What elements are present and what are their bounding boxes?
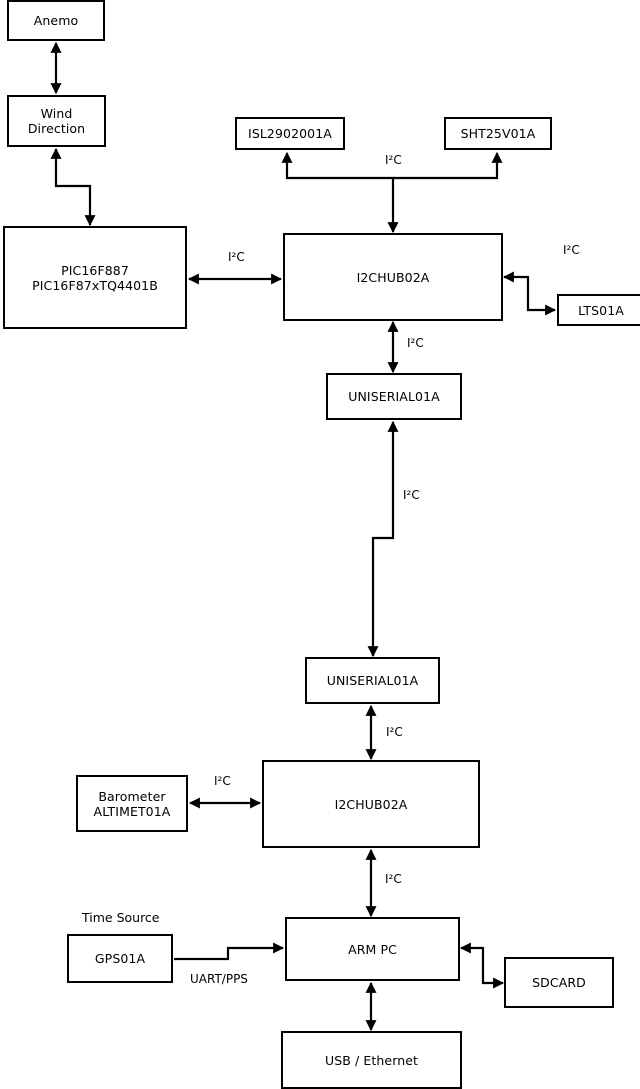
edge-label-i2c-uniserial-link: I²C	[403, 488, 420, 502]
node-i2chub02a-top-label: I2CHUB02A	[356, 269, 430, 285]
edge-label-i2c-pic-hub: I²C	[228, 250, 245, 264]
node-pic-mcu-label: PIC16F887 PIC16F87xTQ4401B	[32, 262, 158, 293]
node-sdcard[interactable]: SDCARD	[504, 957, 614, 1008]
wire-hubtop-bus	[281, 151, 399, 234]
wire-gps-armpc	[174, 942, 285, 961]
node-usb-ethernet[interactable]: USB / Ethernet	[281, 1031, 462, 1089]
label-time-source: Time Source	[82, 910, 160, 925]
node-arm-pc-label: ARM PC	[348, 941, 397, 957]
node-i2chub02a-top[interactable]: I2CHUB02A	[283, 233, 503, 321]
node-gps01a[interactable]: GPS01A	[67, 934, 173, 983]
node-wind-direction[interactable]: Wind Direction	[7, 95, 106, 147]
node-usb-ethernet-label: USB / Ethernet	[324, 1052, 419, 1068]
wire-wind-pic	[50, 147, 96, 227]
edge-label-i2c-hub2-armpc: I²C	[385, 872, 402, 886]
edge-label-i2c-hub-uniserial: I²C	[407, 336, 424, 350]
node-i2chub02a-bottom[interactable]: I2CHUB02A	[262, 760, 480, 848]
node-gps01a-label: GPS01A	[94, 951, 146, 966]
node-barometer-altimet01a[interactable]: Barometer ALTIMET01A	[76, 775, 188, 832]
node-isl2902001a-label: ISL2902001A	[248, 126, 332, 141]
wire-bus-sht	[393, 151, 503, 180]
node-uniserial01a-bottom[interactable]: UNISERIAL01A	[305, 657, 440, 704]
node-lts01a-label: LTS01A	[578, 302, 624, 318]
node-isl2902001a[interactable]: ISL2902001A	[235, 117, 345, 150]
node-barometer-altimet01a-label: Barometer ALTIMET01A	[93, 788, 171, 819]
node-wind-direction-label: Wind Direction	[27, 106, 86, 136]
edge-label-i2c-barometer-hub2: I²C	[214, 774, 231, 788]
wire-armpc-sdcard	[459, 942, 505, 989]
node-anemo-label: Anemo	[33, 13, 79, 28]
node-uniserial01a-top[interactable]: UNISERIAL01A	[326, 373, 462, 420]
node-uniserial01a-top-label: UNISERIAL01A	[348, 389, 440, 404]
node-lts01a[interactable]: LTS01A	[557, 294, 640, 326]
node-pic-mcu[interactable]: PIC16F887 PIC16F87xTQ4401B	[3, 226, 187, 329]
node-arm-pc[interactable]: ARM PC	[285, 917, 460, 981]
node-sht25v01a[interactable]: SHT25V01A	[444, 117, 552, 150]
edge-label-i2c-hub-sensors: I²C	[385, 153, 402, 167]
wire-uniserial-link	[367, 420, 399, 658]
edge-label-uart-pps: UART/PPS	[190, 972, 248, 986]
node-sht25v01a-label: SHT25V01A	[460, 126, 536, 141]
node-uniserial01a-bottom-label: UNISERIAL01A	[326, 673, 419, 688]
edge-label-i2c-hub-lts: I²C	[563, 243, 580, 257]
edge-label-i2c-uniserial-hub2: I²C	[386, 725, 403, 739]
wire-hubtop-lts	[502, 271, 557, 316]
node-sdcard-label: SDCARD	[532, 975, 586, 990]
node-anemo[interactable]: Anemo	[7, 0, 105, 41]
node-i2chub02a-bottom-label: I2CHUB02A	[334, 796, 408, 812]
